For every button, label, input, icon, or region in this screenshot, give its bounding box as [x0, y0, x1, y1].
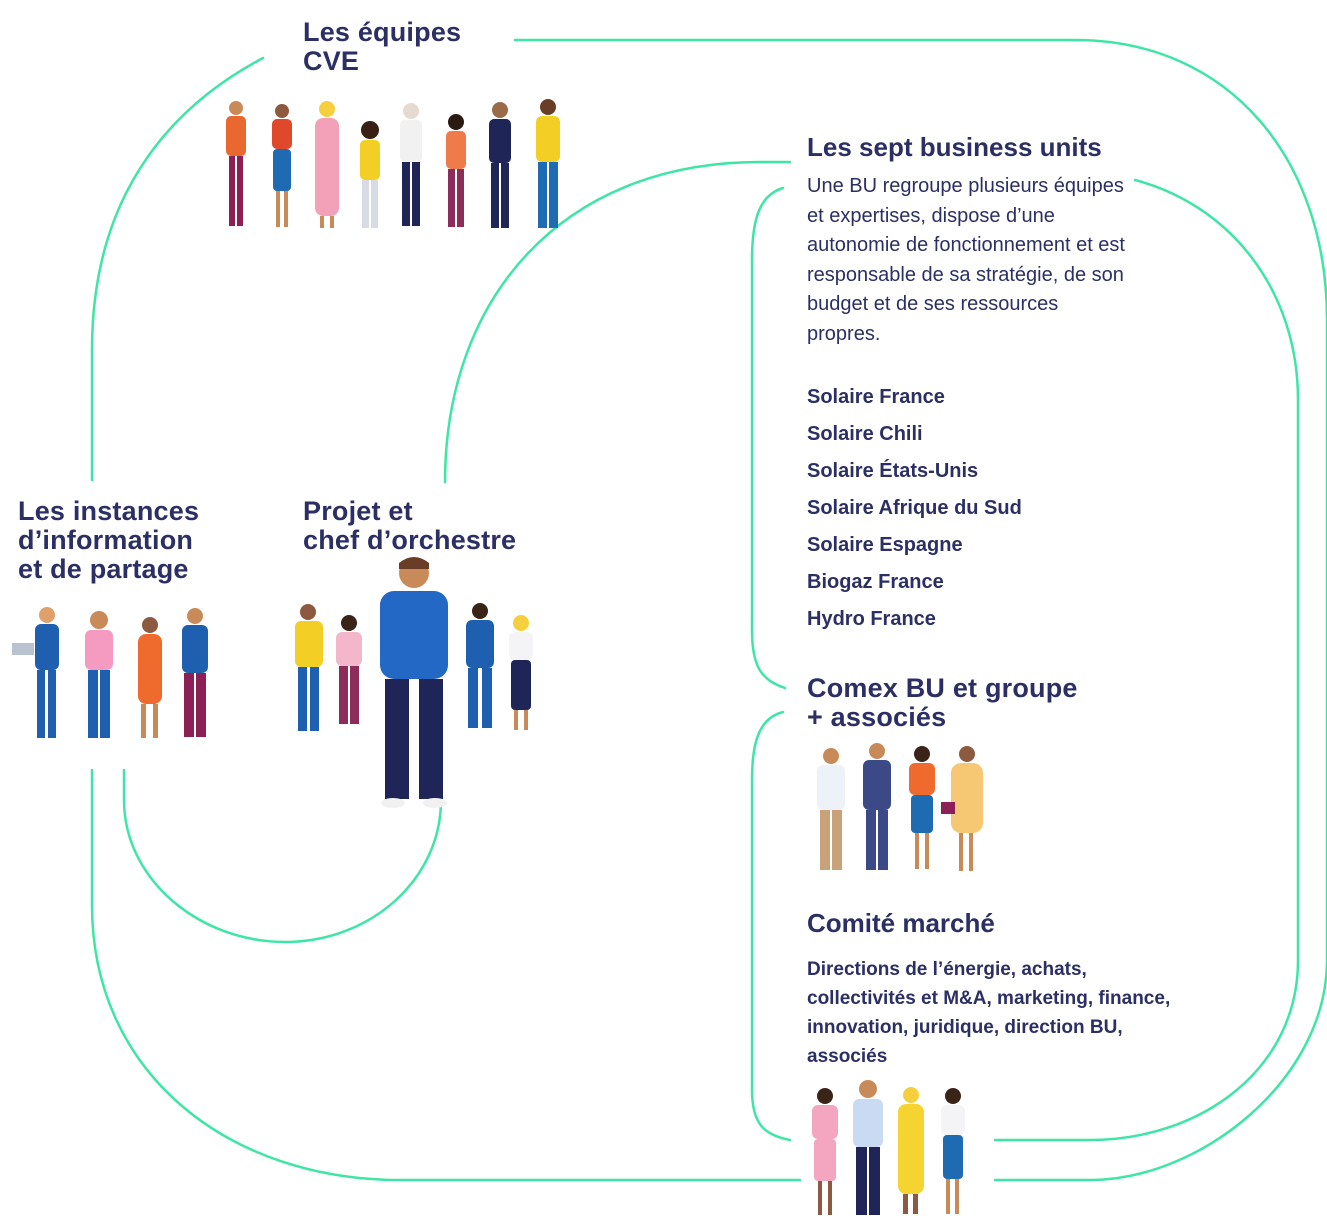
projet-people-illustration	[295, 557, 533, 808]
comite-people-illustration	[812, 1080, 965, 1215]
person-icon	[509, 615, 533, 730]
business-units-description: Une BU regroupe plusieurs équipes et exp…	[807, 175, 1125, 345]
instances-title: Les instances d’information et de partag…	[18, 496, 200, 584]
person-icon	[12, 607, 59, 738]
inner-loop-right	[993, 178, 1300, 1142]
business-unit-item: Solaire France	[807, 386, 945, 408]
person-icon	[85, 611, 113, 738]
inner-loop-top	[443, 160, 792, 484]
instances-people-illustration	[12, 607, 208, 738]
business-unit-item: Solaire Chili	[807, 423, 923, 445]
person-icon	[941, 746, 983, 871]
outer-loop-bottom	[90, 768, 802, 1182]
outer-loop-left	[90, 56, 265, 482]
person-icon	[817, 748, 845, 870]
person-icon	[466, 603, 494, 728]
person-icon	[941, 1088, 965, 1214]
comex-people-illustration	[817, 743, 983, 871]
inner-loop-bu-bracket	[750, 186, 787, 690]
person-icon	[898, 1087, 924, 1214]
person-icon	[182, 608, 208, 737]
comite-title: Comité marché	[807, 908, 995, 938]
person-icon	[138, 617, 162, 738]
person-icon	[863, 743, 891, 870]
person-icon	[400, 103, 422, 226]
person-icon	[812, 1088, 838, 1215]
equipes-title: Les équipes CVE	[303, 17, 462, 76]
person-icon	[446, 114, 466, 227]
comite-members: Directions de l’énergie, achats, collect…	[807, 959, 1171, 1067]
business-unit-item: Hydro France	[807, 608, 936, 630]
business-units-title: Les sept business units	[807, 132, 1102, 162]
inner-loop-comex-bracket	[750, 710, 792, 1142]
person-icon	[909, 746, 935, 869]
business-units-list: Solaire France Solaire Chili Solaire Éta…	[807, 379, 1022, 638]
business-unit-item: Solaire Espagne	[807, 534, 963, 556]
person-icon	[315, 101, 339, 228]
person-icon	[853, 1080, 883, 1215]
person-icon	[536, 99, 560, 228]
person-icon	[226, 101, 246, 226]
projet-title: Projet et chef d’orchestre	[303, 496, 517, 555]
comex-title: Comex BU et groupe + associés	[807, 673, 1078, 732]
small-loop	[122, 768, 443, 944]
person-icon	[272, 104, 292, 227]
business-unit-item: Solaire États-Unis	[807, 460, 979, 482]
business-unit-item: Biogaz France	[807, 571, 944, 593]
person-icon-large	[380, 557, 448, 808]
person-icon	[489, 102, 511, 228]
person-icon	[295, 604, 323, 731]
person-icon	[336, 615, 362, 724]
person-icon	[360, 121, 380, 228]
business-unit-item: Solaire Afrique du Sud	[807, 497, 1022, 519]
equipes-people-illustration	[226, 99, 560, 228]
